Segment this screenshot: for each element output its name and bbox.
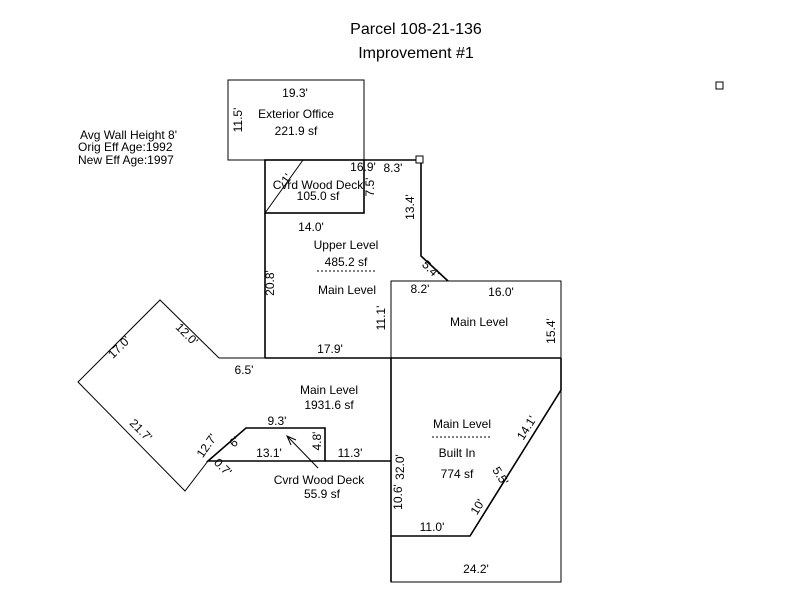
dim-built-in-left: 32.0' — [393, 454, 407, 480]
left-wing-outline — [77, 299, 220, 492]
orig-eff-age-text: Orig Eff Age:1992 — [78, 140, 173, 154]
dim-deck-right: 7.5' — [363, 178, 377, 197]
dim-upper-left: 20.8' — [263, 270, 277, 296]
exterior-office-area: 221.9 sf — [275, 124, 318, 138]
exterior-office-name: Exterior Office — [258, 107, 334, 121]
dim-mid-line: 17.9' — [317, 342, 343, 356]
dim-right-left: 11.1' — [374, 306, 388, 331]
corner-marker — [415, 155, 424, 164]
wall-height-text: Avg Wall Height 8' — [80, 128, 177, 142]
main-level-center-name: Main Level — [300, 383, 358, 397]
dim-wing-bottom-short: 0.7' — [211, 456, 234, 479]
dim-built-in-diag-low: 10' — [468, 497, 488, 518]
improvement-title: Improvement #1 — [358, 45, 474, 62]
built-in-name: Main Level — [433, 417, 491, 431]
main-level-right-outline — [390, 280, 562, 358]
dim-wing-inner: 12.7' — [194, 431, 220, 460]
cvrd-deck-bottom-name: Cvrd Wood Deck — [274, 473, 365, 487]
bottom-rectangle-outline — [390, 390, 562, 583]
dim-jog: 8.2' — [411, 282, 430, 296]
dim-office-left: 11.5' — [231, 108, 245, 133]
upper-level-outline — [364, 159, 449, 282]
dim-upper-right: 13.4' — [403, 194, 417, 220]
cvrd-deck-top-name: Cvrd Wood Deck — [273, 178, 364, 192]
dim-wing-bottom-left: 21.7' — [127, 416, 155, 444]
dim-bdeck-right: 4.8' — [310, 432, 324, 451]
built-in-outline — [391, 358, 562, 537]
dim-bottom-width: 24.2' — [463, 562, 489, 576]
dim-bottom-mid: 11.3' — [338, 446, 363, 460]
cvrd-deck-top-area: 105.0 sf — [297, 189, 340, 203]
cvrd-deck-top-diagonal — [264, 159, 304, 214]
dim-wing-top-left: 17.0' — [105, 333, 133, 361]
dim-right-right: 15.4' — [544, 318, 558, 344]
dim-bdeck-top: 9.3' — [268, 414, 287, 428]
deck-pointer-line — [287, 436, 319, 469]
upper-level-sub: Main Level — [318, 283, 376, 297]
dim-left-short: 6.5' — [235, 363, 254, 377]
dim-upper-width: 14.0' — [298, 220, 324, 234]
dim-bdeck-bottom: 13.1' — [256, 446, 282, 460]
new-eff-age-text: New Eff Age:1997 — [78, 153, 174, 167]
upper-level-name: Upper Level — [314, 238, 379, 252]
dim-office-top: 19.3' — [282, 86, 308, 100]
corner-marker-standalone — [715, 81, 724, 90]
dim-built-in-diag-top: 14.1' — [514, 413, 539, 442]
dim-right-top: 16.0' — [488, 285, 514, 299]
deck-pointer-arrow — [286, 435, 297, 446]
dim-bdeck-diag: 6' — [226, 434, 242, 450]
title-block: Parcel 108-21-136 Improvement #1 — [0, 18, 800, 66]
dim-wing-top-right: 12.0' — [173, 320, 201, 348]
main-level-right-name: Main Level — [450, 315, 508, 329]
parcel-title: Parcel 108-21-136 — [350, 21, 482, 38]
upper-level-area: 485.2 sf — [325, 255, 368, 269]
dim-built-in-bottom: 11.0' — [420, 520, 445, 534]
cvrd-deck-top-outline — [264, 159, 365, 214]
dim-built-in-diag-mid: 5.5' — [489, 464, 511, 488]
built-in-sub: Built In — [439, 446, 476, 460]
dim-deck-top: 16.9' — [350, 160, 376, 174]
dim-upper-diag: 5.4' — [419, 258, 442, 281]
cvrd-deck-bottom-area: 55.9 sf — [304, 487, 341, 501]
dim-built-in-left-low: 10.6' — [391, 484, 405, 510]
dim-upper-top-right: 8.3' — [384, 161, 403, 175]
cvrd-deck-bottom-outline — [205, 427, 326, 462]
built-in-area: 774 sf — [441, 467, 474, 481]
main-level-center-area: 1931.6 sf — [304, 398, 354, 412]
